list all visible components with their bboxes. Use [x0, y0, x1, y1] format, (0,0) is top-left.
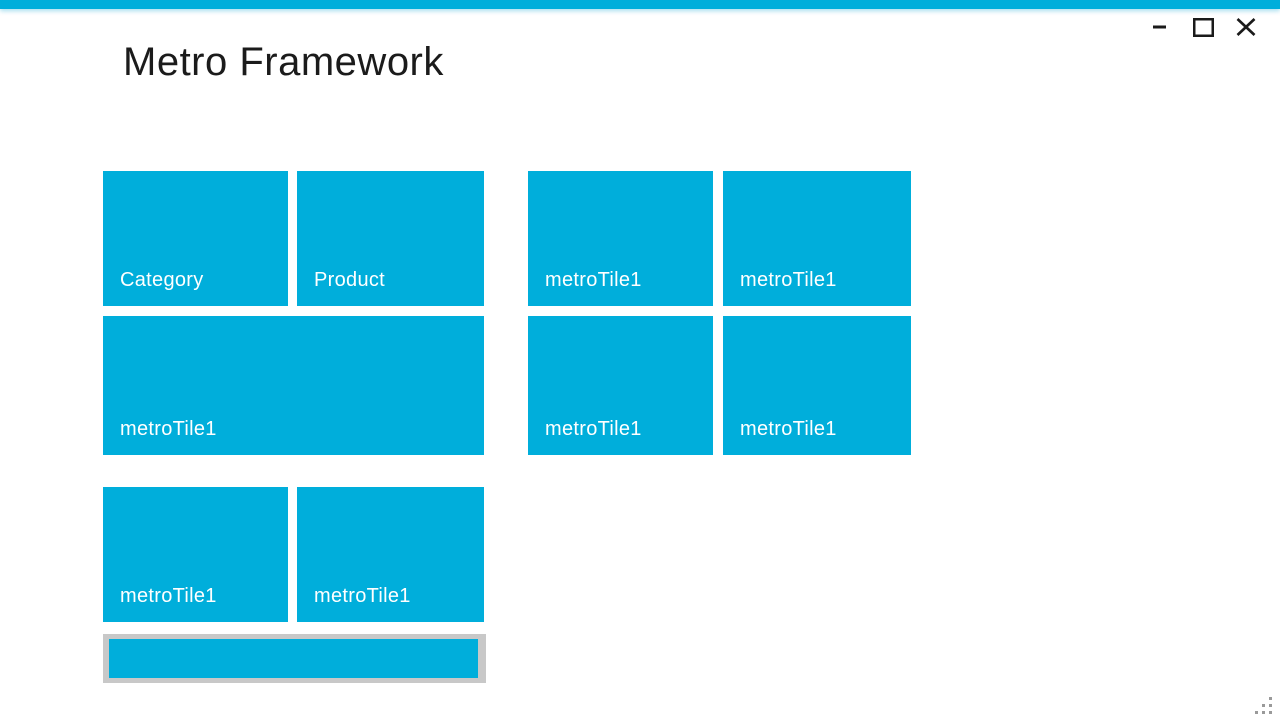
- maximize-button[interactable]: [1187, 13, 1219, 41]
- tile-label: metroTile1: [740, 418, 837, 440]
- minimize-button[interactable]: [1144, 13, 1176, 41]
- tile-label: Category: [120, 269, 204, 291]
- grip-dot: [1269, 711, 1272, 714]
- resize-grip[interactable]: [1254, 696, 1272, 714]
- close-icon: [1236, 18, 1256, 36]
- window-controls: [1144, 13, 1262, 41]
- tile-label: metroTile1: [545, 269, 642, 291]
- grip-dot: [1255, 711, 1258, 714]
- tile-label: metroTile1: [120, 418, 217, 440]
- grip-dot: [1262, 711, 1265, 714]
- tile-metrotile1[interactable]: metroTile1: [528, 171, 713, 306]
- tile-label: metroTile1: [314, 585, 411, 607]
- progress-bar: [103, 634, 486, 683]
- grip-dot: [1269, 704, 1272, 707]
- window-title: Metro Framework: [123, 40, 444, 84]
- tile-metrotile1[interactable]: metroTile1: [103, 487, 288, 622]
- tile-metrotile1[interactable]: metroTile1: [528, 316, 713, 455]
- tile-product[interactable]: Product: [297, 171, 484, 306]
- tile-metrotile1-wide[interactable]: metroTile1: [103, 316, 484, 455]
- grip-dot: [1269, 697, 1272, 700]
- accent-top-border: [0, 0, 1280, 9]
- maximize-icon: [1192, 17, 1214, 37]
- progress-bar-fill: [109, 639, 478, 678]
- tile-label: metroTile1: [120, 585, 217, 607]
- minimize-icon: [1153, 25, 1167, 29]
- tile-label: Product: [314, 269, 386, 291]
- tile-label: metroTile1: [740, 269, 837, 291]
- grip-dot: [1262, 704, 1265, 707]
- tile-category[interactable]: Category: [103, 171, 288, 306]
- tile-label: metroTile1: [545, 418, 642, 440]
- tile-metrotile1[interactable]: metroTile1: [723, 316, 911, 455]
- tile-metrotile1[interactable]: metroTile1: [723, 171, 911, 306]
- tile-metrotile1[interactable]: metroTile1: [297, 487, 484, 622]
- close-button[interactable]: [1230, 13, 1262, 41]
